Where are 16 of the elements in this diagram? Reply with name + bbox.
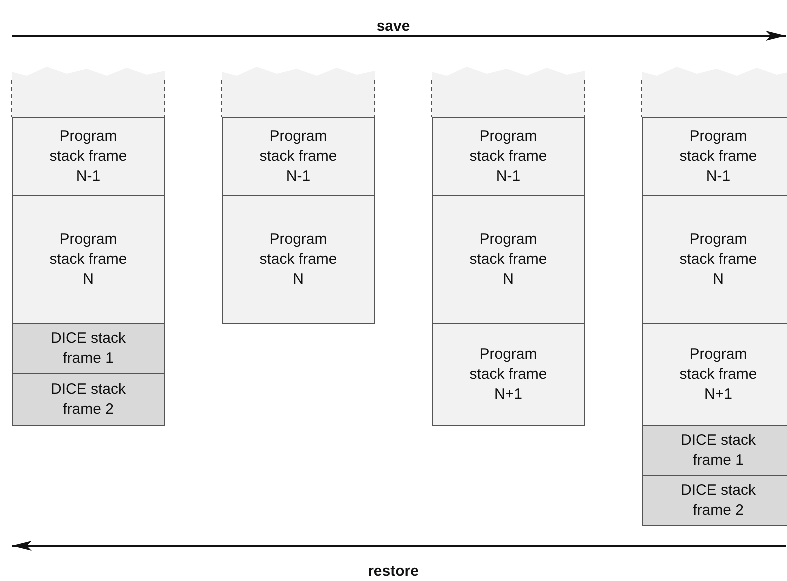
stack-frame-box: Program stack frame N	[12, 195, 165, 324]
stack-frame-box: Program stack frame N+1	[642, 323, 787, 426]
stack-frame-box: Program stack frame N-1	[432, 117, 585, 196]
stack-frame-box: Program stack frame N	[222, 195, 375, 324]
stack-frame-box: Program stack frame N	[642, 195, 787, 324]
direction-label: restore	[368, 563, 419, 580]
stack-frame-box: DICE stack frame 1	[12, 323, 165, 374]
stack-frame-box: DICE stack frame 2	[642, 475, 787, 526]
stack-frame-box: Program stack frame N	[432, 195, 585, 324]
direction-label: save	[376, 18, 410, 35]
stack-frame-box: DICE stack frame 1	[642, 425, 787, 476]
stack-frame-box: Program stack frame N+1	[432, 323, 585, 426]
stack-frame-box: Program stack frame N-1	[642, 117, 787, 196]
stack-frame-box: Program stack frame N-1	[12, 117, 165, 196]
stack-frame-box: Program stack frame N-1	[222, 117, 375, 196]
stack-frame-box: DICE stack frame 2	[12, 373, 165, 426]
